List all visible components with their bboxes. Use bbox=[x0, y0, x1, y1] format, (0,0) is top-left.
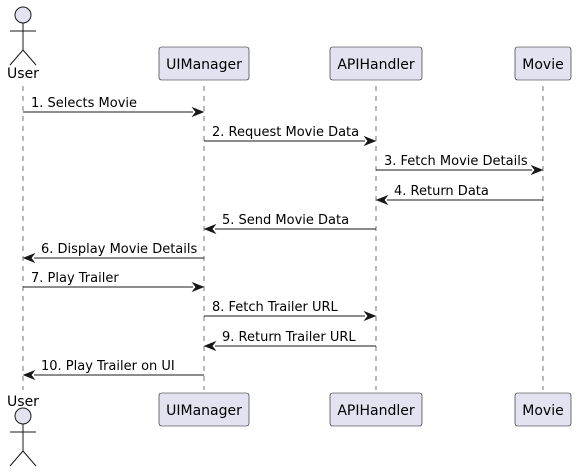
actor-label: User bbox=[7, 66, 39, 82]
message-3: 3. Fetch Movie Details bbox=[376, 154, 544, 176]
participant-label: UIManager bbox=[166, 403, 242, 419]
participant-box bbox=[329, 392, 423, 427]
arrowhead-icon bbox=[363, 310, 377, 322]
participant-uimanager-top: UIManager bbox=[158, 46, 250, 81]
message-label-4-return-data: 4. Return Data bbox=[394, 184, 489, 199]
message-5: 5. Send Movie Data bbox=[203, 213, 376, 235]
message-label-1-selects-movie: 1. Selects Movie bbox=[31, 96, 137, 111]
participant-label: Movie bbox=[522, 57, 563, 73]
participant-label: APIHandler bbox=[337, 57, 415, 73]
message-label-8-fetch-trailer-url: 8. Fetch Trailer URL bbox=[212, 300, 339, 315]
arrowhead-icon bbox=[530, 164, 544, 176]
participant-box bbox=[158, 46, 250, 81]
participant-box bbox=[514, 392, 572, 427]
participant-box bbox=[158, 392, 250, 427]
actor-user-top: User bbox=[7, 6, 39, 82]
message-label-7-play-trailer: 7. Play Trailer bbox=[31, 271, 119, 286]
participant-movie-top: Movie bbox=[514, 46, 572, 81]
arrowhead-icon bbox=[203, 340, 217, 352]
message-4: 4. Return Data bbox=[375, 184, 543, 206]
message-label-2-request-movie-data: 2. Request Movie Data bbox=[212, 125, 359, 140]
message-1: 1. Selects Movie bbox=[23, 96, 205, 118]
participant-apihandler-top: APIHandler bbox=[329, 46, 423, 81]
message-6: 6. Display Movie Details bbox=[22, 242, 204, 264]
actor-user-bottom: User bbox=[7, 394, 39, 467]
message-label-10-play-trailer-on-ui: 10. Play Trailer on UI bbox=[41, 359, 175, 374]
message-2: 2. Request Movie Data bbox=[204, 125, 377, 147]
participant-box bbox=[514, 46, 572, 81]
arrowhead-icon bbox=[22, 252, 36, 264]
arrowhead-icon bbox=[191, 281, 205, 293]
arrowhead-icon bbox=[191, 106, 205, 118]
actor-head-icon bbox=[14, 407, 32, 425]
participant-apihandler-bottom: APIHandler bbox=[329, 392, 423, 427]
arrowhead-icon bbox=[22, 369, 36, 381]
participant-movie-bottom: Movie bbox=[514, 392, 572, 427]
message-label-6-display-movie-details: 6. Display Movie Details bbox=[41, 242, 197, 257]
actor-body-icon bbox=[9, 424, 37, 467]
message-label-9-return-trailer-url: 9. Return Trailer URL bbox=[222, 330, 356, 345]
message-10: 10. Play Trailer on UI bbox=[22, 359, 204, 381]
participant-box bbox=[329, 46, 423, 81]
arrowhead-icon bbox=[203, 223, 217, 235]
message-label-5-send-movie-data: 5. Send Movie Data bbox=[222, 213, 349, 228]
message-7: 7. Play Trailer bbox=[23, 271, 205, 293]
actor-body-icon bbox=[9, 23, 37, 66]
message-9: 9. Return Trailer URL bbox=[203, 330, 376, 352]
actor-label: User bbox=[7, 394, 39, 410]
message-label-3-fetch-movie-details: 3. Fetch Movie Details bbox=[384, 154, 528, 169]
actor-head-icon bbox=[14, 6, 32, 24]
arrowhead-icon bbox=[363, 135, 377, 147]
participant-label: UIManager bbox=[166, 57, 242, 73]
participant-uimanager-bottom: UIManager bbox=[158, 392, 250, 427]
participant-label: Movie bbox=[522, 403, 563, 419]
message-8: 8. Fetch Trailer URL bbox=[204, 300, 377, 322]
arrowhead-icon bbox=[375, 194, 389, 206]
participant-label: APIHandler bbox=[337, 403, 415, 419]
